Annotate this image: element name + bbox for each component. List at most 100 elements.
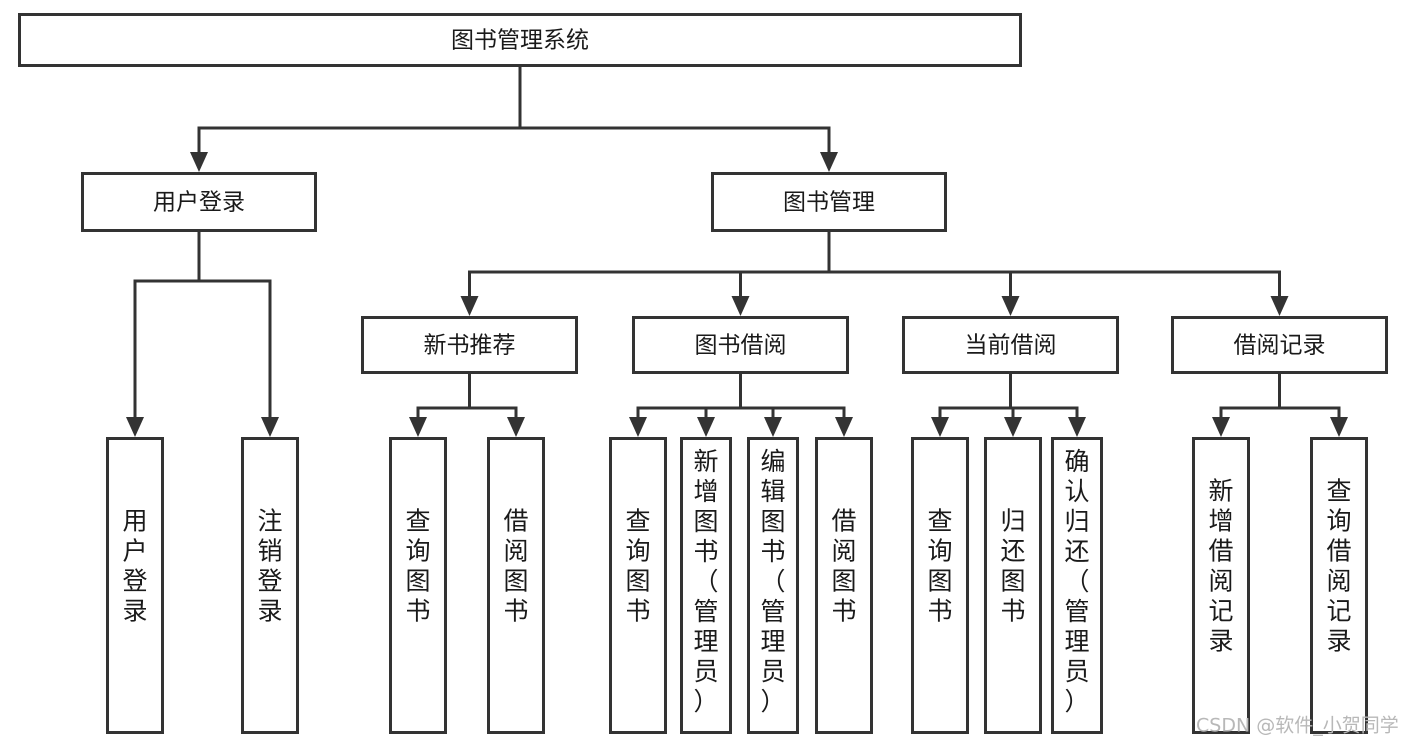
node-box[interactable] [361,316,578,374]
arrow-head-icon [629,417,647,437]
node-l3-borrow-record[interactable]: 借阅记录 [1171,316,1388,374]
node-root[interactable]: 图书管理系统 [18,13,1022,67]
node-leaf-edit-book[interactable]: 编辑图书（管理员） [747,437,799,734]
node-box[interactable] [487,437,545,734]
node-box[interactable] [911,437,969,734]
arrow-head-icon [764,417,782,437]
connector-l3_new_book_rec-to-leaf_query_book_rec [409,374,471,437]
node-label: 借阅记录 [1234,333,1326,359]
node-box[interactable] [106,437,164,734]
node-box[interactable] [81,172,317,232]
node-leaf-borrow-book-rec[interactable]: 借阅图书 [487,437,545,734]
arrow-head-icon [1270,296,1289,316]
node-leaf-return-book[interactable]: 归还图书 [984,437,1042,734]
connector-l3_current_borrow-to-leaf_query_book_c [931,374,1012,437]
arrow-head-icon [697,417,715,437]
arrow-head-icon [731,296,750,316]
node-leaf-query-book-c[interactable]: 查询图书 [911,437,969,734]
node-box[interactable] [632,316,849,374]
connector-l2_book_mgmt-to-l3_current_borrow [827,232,1020,316]
connector-branch [740,406,846,419]
node-l2-book-mgmt[interactable]: 图书管理 [711,172,947,232]
arrow-head-icon [409,417,427,437]
node-label: 图书管理系统 [451,28,589,54]
node-label: 新书推荐 [424,333,516,359]
node-label: 图书借阅 [695,333,787,359]
node-box[interactable] [1171,316,1388,374]
arrow-head-icon [507,417,525,437]
arrow-head-icon [261,417,279,437]
arrow-head-icon [1330,417,1348,437]
connector-l2_book_mgmt-to-l3_book_borrow [731,232,831,316]
node-l3-book-borrow[interactable]: 图书借阅 [632,316,849,374]
node-box[interactable] [747,437,799,734]
connector-l3_borrow_record-to-leaf_add_record [1212,374,1281,437]
arrow-head-icon [460,296,479,316]
node-box[interactable] [18,13,1022,67]
node-label: 查询图书 [927,507,952,626]
node-box[interactable] [815,437,873,734]
connector-branch [739,270,829,298]
node-box[interactable] [1051,437,1103,734]
connector-branch [1010,406,1079,419]
connector-branch [704,406,741,419]
node-box[interactable] [680,437,732,734]
node-box[interactable] [1310,437,1368,734]
connector-l3_new_book_rec-to-leaf_borrow_book_rec [468,374,525,437]
arrow-head-icon [1001,296,1020,316]
nodes-layer: 图书管理系统用户登录图书管理新书推荐图书借阅当前借阅借阅记录用户登录注销登录查询… [18,13,1388,734]
connector-branch [1279,406,1341,419]
connector-root-to-l2_user_login [190,67,522,172]
node-leaf-confirm-return[interactable]: 确认归还（管理员） [1051,437,1103,734]
connector-l3_book_borrow-to-leaf_edit_book [739,374,782,437]
node-label: 查询图书 [405,507,430,626]
node-leaf-borrow-book-b[interactable]: 借阅图书 [815,437,873,734]
connector-l2_user_login-to-leaf_logout [197,232,279,437]
connector-l3_current_borrow-to-leaf_return_book [1004,374,1022,437]
arrow-head-icon [190,152,208,172]
connector-l3_borrow_record-to-leaf_query_record [1278,374,1348,437]
node-label: 新增借阅记录 [1208,477,1233,656]
connector-branch [938,406,1011,419]
node-box[interactable] [902,316,1119,374]
connector-l3_book_borrow-to-leaf_add_book [697,374,742,437]
connector-l2_user_login-to-leaf_user_login [126,232,201,437]
node-box[interactable] [711,172,947,232]
node-label: 编辑图书（管理员） [760,447,785,716]
connector-branch [468,270,829,298]
arrow-head-icon [1212,417,1230,437]
node-leaf-logout[interactable]: 注销登录 [241,437,299,734]
connector-branch [416,406,470,419]
node-box[interactable] [609,437,667,734]
connector-branch [133,279,199,419]
node-l3-current-borrow[interactable]: 当前借阅 [902,316,1119,374]
node-label: 用户登录 [122,507,147,626]
node-l3-new-book-rec[interactable]: 新书推荐 [361,316,578,374]
node-leaf-query-record[interactable]: 查询借阅记录 [1310,437,1368,734]
node-l2-user-login[interactable]: 用户登录 [81,172,317,232]
node-label: 查询借阅记录 [1326,477,1351,656]
node-leaf-add-book[interactable]: 新增图书（管理员） [680,437,732,734]
connector-branch [199,279,272,419]
connector-branch [197,126,520,154]
arrow-head-icon [820,152,838,172]
node-leaf-add-record[interactable]: 新增借阅记录 [1192,437,1250,734]
node-box[interactable] [984,437,1042,734]
node-label: 当前借阅 [965,333,1057,359]
connector-branch [829,270,1012,298]
node-label: 借阅图书 [831,507,856,626]
node-box[interactable] [1192,437,1250,734]
watermark-layer: CSDN @软件_小贺同学 [1196,715,1399,737]
node-box[interactable] [241,437,299,734]
connector-branch [520,126,831,154]
edges-layer [126,67,1348,437]
arrow-head-icon [1004,417,1022,437]
connector-l2_book_mgmt-to-l3_new_book_rec [460,232,831,316]
node-leaf-query-book-rec[interactable]: 查询图书 [389,437,447,734]
node-label: 确认归还（管理员） [1064,447,1089,716]
node-leaf-query-book-b[interactable]: 查询图书 [609,437,667,734]
node-leaf-user-login[interactable]: 用户登录 [106,437,164,734]
connector-branch [829,270,1281,298]
node-box[interactable] [389,437,447,734]
csdn-watermark: CSDN @软件_小贺同学 [1196,715,1399,737]
